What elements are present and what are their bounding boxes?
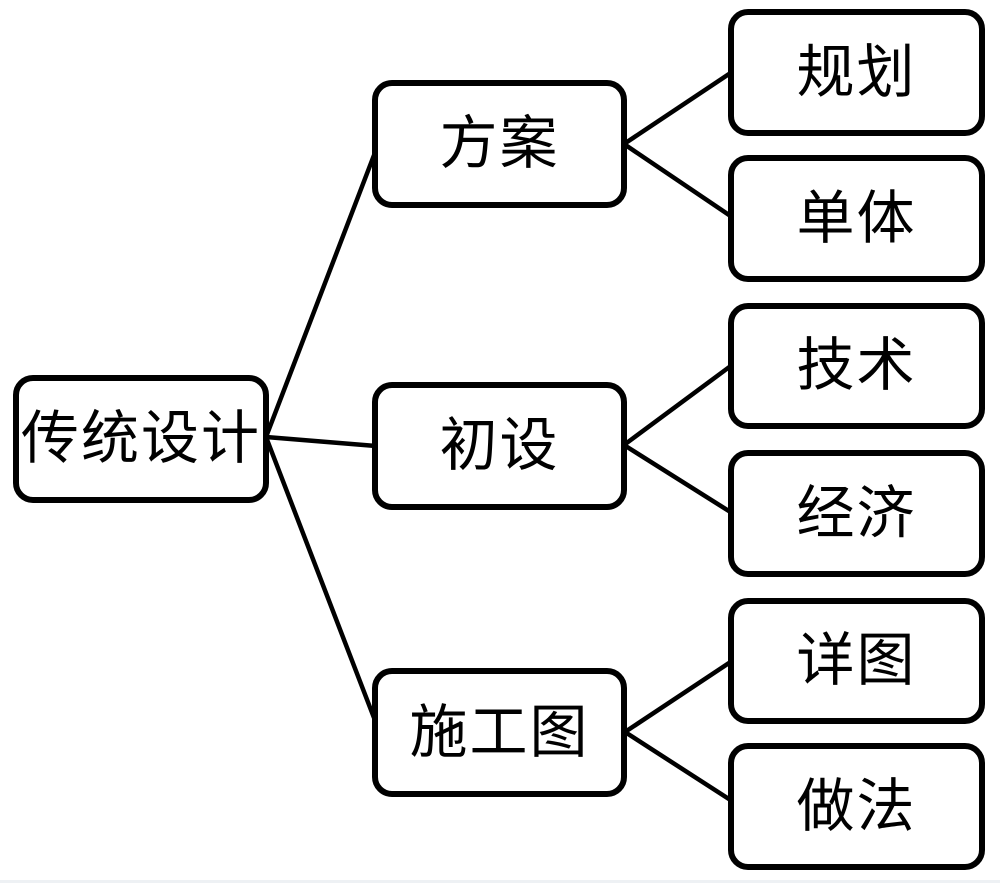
edge-root-constr (263, 434, 379, 726)
node-economic: 经济 (728, 450, 985, 577)
node-scheme: 方案 (372, 80, 627, 208)
edge-constr-method (622, 729, 735, 804)
node-construction-method-label: 做法 (796, 773, 917, 839)
node-planning: 规划 (728, 9, 985, 136)
node-preliminary-design-label: 初设 (439, 413, 560, 478)
node-detail-drawing-label: 详图 (796, 628, 917, 693)
node-construction-method: 做法 (728, 743, 985, 870)
node-scheme-label: 方案 (439, 111, 560, 176)
edge-root-scheme (263, 147, 379, 440)
node-planning-label: 规划 (796, 39, 917, 105)
node-technical: 技术 (728, 303, 985, 429)
edge-scheme-single (621, 141, 735, 220)
edge-prelim-economic (621, 442, 735, 516)
edge-constr-detail (622, 658, 735, 735)
edge-scheme-planning (621, 69, 735, 147)
node-traditional-design: 传统设计 (13, 375, 269, 503)
node-single-building-label: 单体 (796, 185, 917, 251)
bottom-edge-strip (0, 880, 1000, 883)
node-detail-drawing: 详图 (728, 598, 985, 724)
node-construction-drawing: 施工图 (372, 668, 627, 797)
node-single-building: 单体 (728, 155, 985, 282)
node-construction-drawing-label: 施工图 (409, 699, 590, 765)
edge-root-prelim (263, 434, 379, 449)
node-technical-label: 技术 (796, 333, 917, 398)
node-preliminary-design: 初设 (372, 382, 627, 510)
node-traditional-design-label: 传统设计 (20, 406, 261, 471)
edge-prelim-technical (621, 362, 735, 448)
node-economic-label: 经济 (796, 480, 917, 546)
